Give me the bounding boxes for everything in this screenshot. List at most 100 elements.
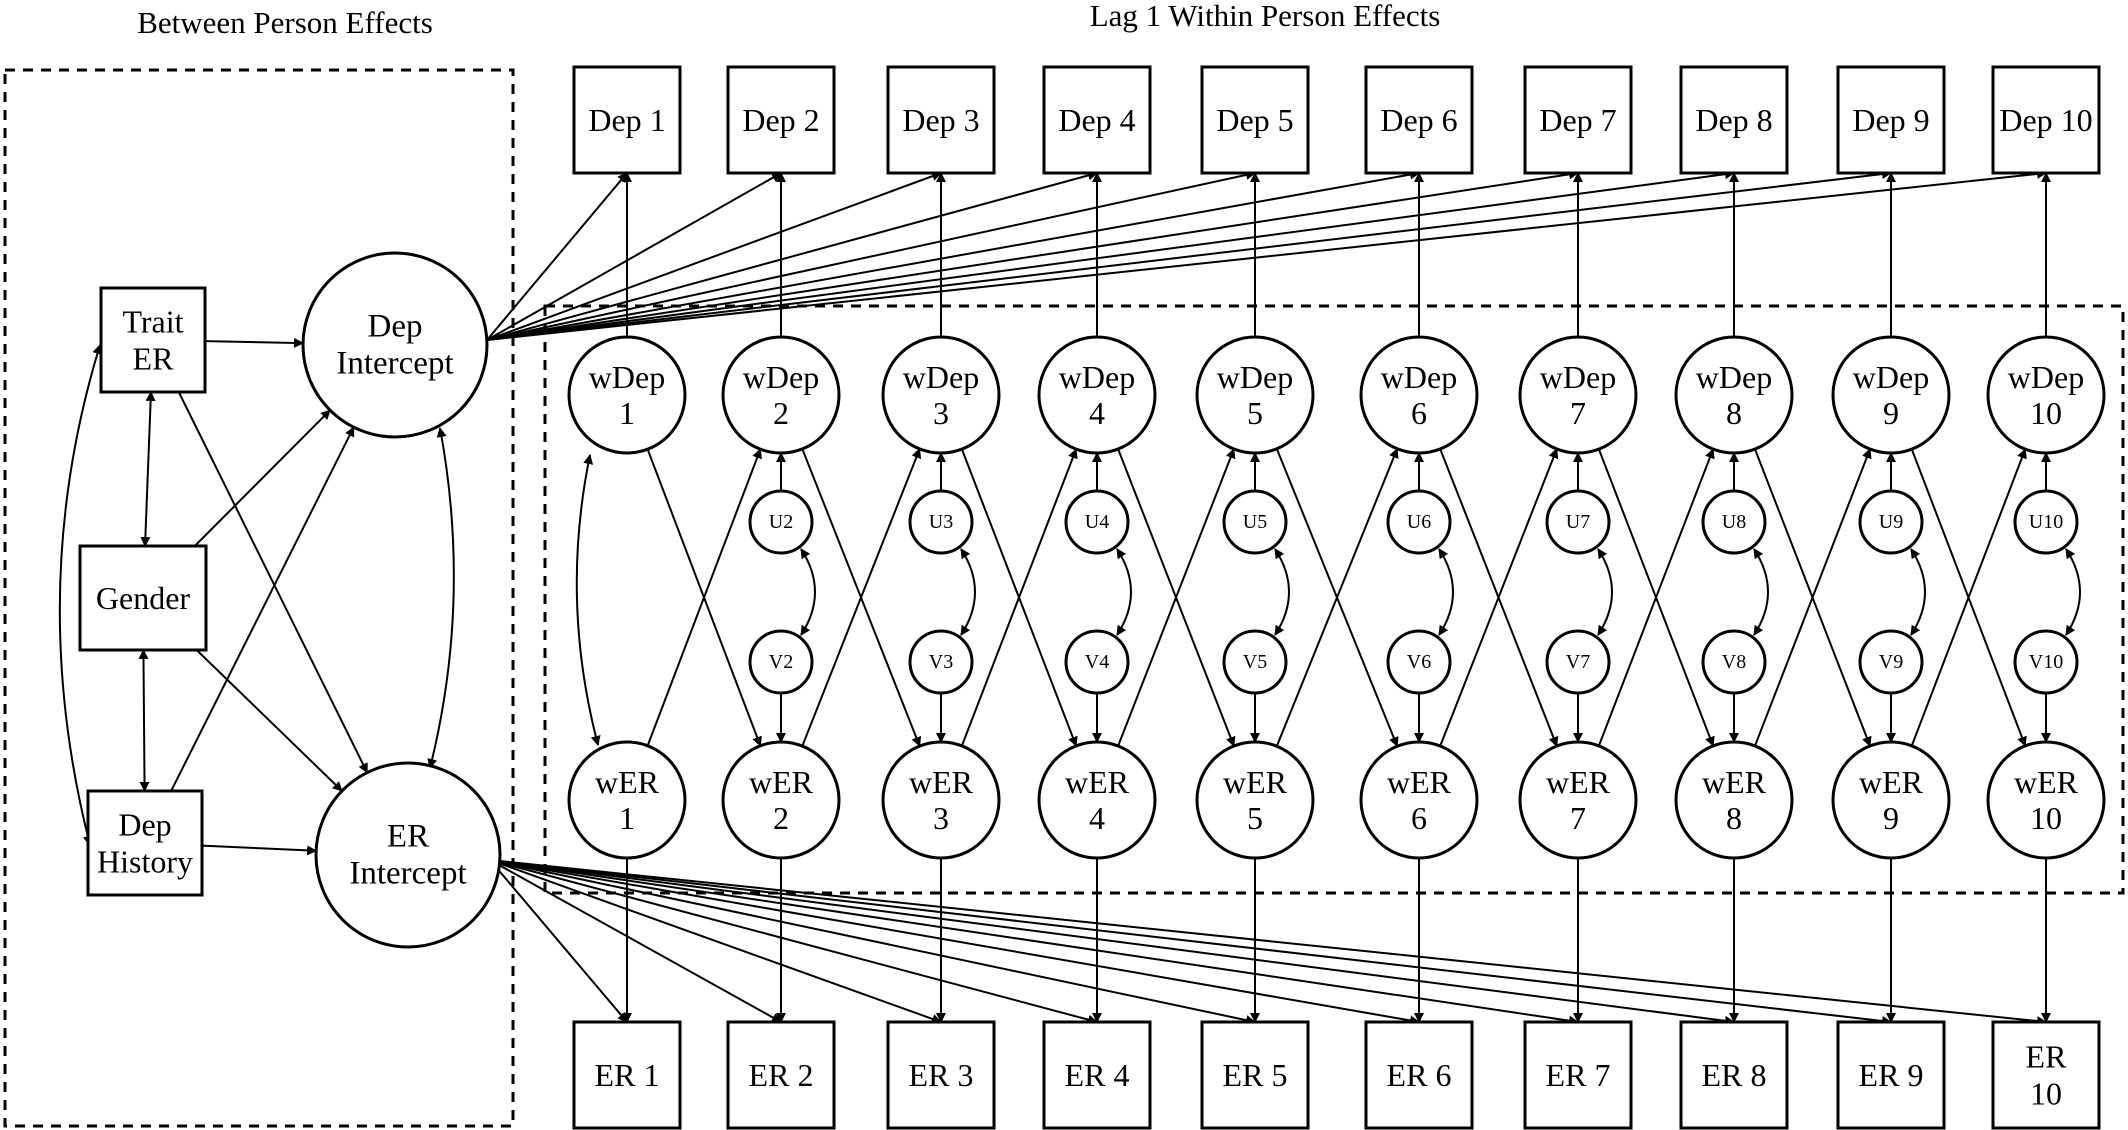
dep-4-box[interactable]: Dep 4 [1042, 65, 1152, 175]
dep-5-box-label: Dep 5 [1216, 102, 1293, 138]
er-4-box[interactable]: ER 4 [1042, 1020, 1152, 1130]
v2-node-label: V2 [769, 651, 793, 673]
er-5-box[interactable]: ER 5 [1200, 1020, 1310, 1130]
wer-10-node-label: 10 [2030, 800, 2062, 836]
u2-node[interactable]: U2 [748, 489, 814, 555]
dep-9-box[interactable]: Dep 9 [1836, 65, 1946, 175]
u3-node[interactable]: U3 [908, 489, 974, 555]
er-2-box[interactable]: ER 2 [726, 1020, 836, 1130]
v3-node-shape [908, 629, 974, 695]
v10-node[interactable]: V10 [2013, 629, 2079, 695]
cov-u9-v9 [1910, 548, 1926, 636]
gender-node[interactable]: Gender [78, 544, 208, 652]
dep-10-box-shape [1991, 65, 2101, 175]
u6-node[interactable]: U6 [1386, 489, 1452, 555]
edge-wer-6-to-wdep-7 [1439, 448, 1559, 747]
u8-node[interactable]: U8 [1701, 489, 1767, 555]
wer-6-node-label: wER [1387, 764, 1452, 800]
v8-node[interactable]: V8 [1701, 629, 1767, 695]
v5-node[interactable]: V5 [1222, 629, 1288, 695]
edge-er-intercept-to-er-9 [489, 859, 1892, 1026]
dep-5-box[interactable]: Dep 5 [1200, 65, 1310, 175]
u7-node-shape [1545, 489, 1611, 555]
wer-6-node-label: 6 [1411, 800, 1427, 836]
wdep-4-node-label: wDep [1059, 359, 1135, 395]
u10-node[interactable]: U10 [2013, 489, 2079, 555]
wer-10-node-label: wER [2014, 764, 2079, 800]
v8-node-label: V8 [1722, 651, 1746, 673]
er-3-box-shape [886, 1020, 996, 1130]
dep-8-box[interactable]: Dep 8 [1679, 65, 1789, 175]
u5-node[interactable]: U5 [1222, 489, 1288, 555]
wdep-10-node-label: 10 [2030, 395, 2062, 431]
v7-node[interactable]: V7 [1545, 629, 1611, 695]
v9-node[interactable]: V9 [1858, 629, 1924, 695]
er-3-box[interactable]: ER 3 [886, 1020, 996, 1130]
wer-5-node-label: wER [1223, 764, 1288, 800]
edge-dep-intercept-to-dep-7 [486, 169, 1579, 341]
dep-7-box-label: Dep 7 [1539, 102, 1616, 138]
v3-node[interactable]: V3 [908, 629, 974, 695]
er-1-box[interactable]: ER 1 [572, 1020, 682, 1130]
u7-node-label: U7 [1566, 511, 1590, 533]
er-9-box-label: ER 9 [1859, 1057, 1924, 1093]
er-7-box[interactable]: ER 7 [1523, 1020, 1633, 1130]
er-intercept-node-shape [314, 761, 502, 949]
dep-7-box[interactable]: Dep 7 [1523, 65, 1633, 175]
edge-dep-intercept-to-dep-9 [486, 169, 1892, 341]
u7-node[interactable]: U7 [1545, 489, 1611, 555]
wdep-7-node-label: 7 [1570, 395, 1586, 431]
trait-er-node-label: ER [133, 340, 175, 376]
dep-6-box[interactable]: Dep 6 [1364, 65, 1474, 175]
er-9-box[interactable]: ER 9 [1836, 1020, 1946, 1130]
er-8-box[interactable]: ER 8 [1679, 1020, 1789, 1130]
dep-3-box[interactable]: Dep 3 [886, 65, 996, 175]
edge-dep-intercept-to-dep-10 [486, 168, 2047, 341]
v2-node[interactable]: V2 [748, 629, 814, 695]
dep-10-box[interactable]: Dep 10 [1991, 65, 2101, 175]
dep-1-box[interactable]: Dep 1 [572, 65, 682, 175]
edge-er-intercept-to-er-1 [489, 859, 628, 1023]
u9-node[interactable]: U9 [1858, 489, 1924, 555]
wdep-2-node-label: wDep [743, 359, 819, 395]
edge-trait-er-to-dep-intercept [204, 337, 305, 348]
v4-node-shape [1064, 629, 1130, 695]
v4-node[interactable]: V4 [1064, 629, 1130, 695]
dep-7-box-shape [1523, 65, 1633, 175]
u4-node[interactable]: U4 [1064, 489, 1130, 555]
wdep-9-node-shape [1831, 335, 1951, 455]
edge-dep-history-to-er-intercept [201, 844, 318, 856]
dep-2-box[interactable]: Dep 2 [726, 65, 836, 175]
v6-node[interactable]: V6 [1386, 629, 1452, 695]
wdep-3-node-label: 3 [933, 395, 949, 431]
er-6-box[interactable]: ER 6 [1364, 1020, 1474, 1130]
er-5-box-label: ER 5 [1223, 1057, 1288, 1093]
u6-node-label: U6 [1407, 511, 1431, 533]
